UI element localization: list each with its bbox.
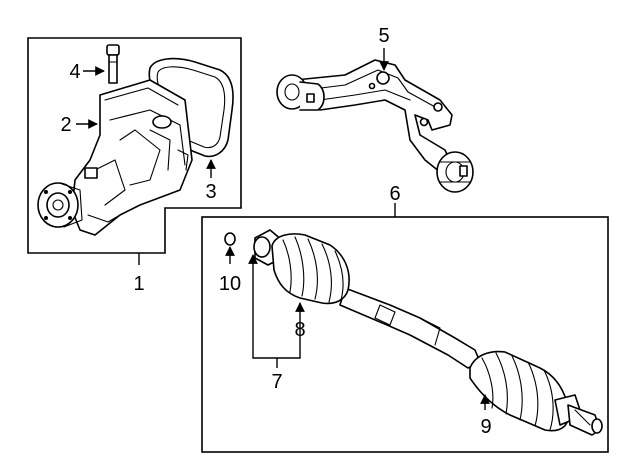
axle-shaft xyxy=(339,287,481,369)
vent-tube xyxy=(106,44,120,84)
callout-2: 2 xyxy=(60,114,71,136)
callout-6: 6 xyxy=(389,183,400,205)
callout-1: 1 xyxy=(133,273,144,295)
callout-8: 8 xyxy=(294,319,305,341)
differential-mount-bracket xyxy=(276,59,474,193)
group-1-frame xyxy=(27,37,242,254)
callout-10: 10 xyxy=(219,273,241,295)
outer-cv-stub xyxy=(554,394,603,436)
input-flange xyxy=(37,182,83,228)
differential-housing xyxy=(71,79,193,236)
group-6-frame xyxy=(201,216,609,453)
callout-7: 7 xyxy=(271,371,282,393)
o-ring xyxy=(224,232,236,246)
callout-3: 3 xyxy=(205,181,216,203)
inner-cv-boot xyxy=(271,233,350,305)
callout-9: 9 xyxy=(480,416,491,438)
callout-5: 5 xyxy=(378,25,389,47)
callout-4: 4 xyxy=(69,61,80,83)
leader-lines xyxy=(76,48,490,410)
